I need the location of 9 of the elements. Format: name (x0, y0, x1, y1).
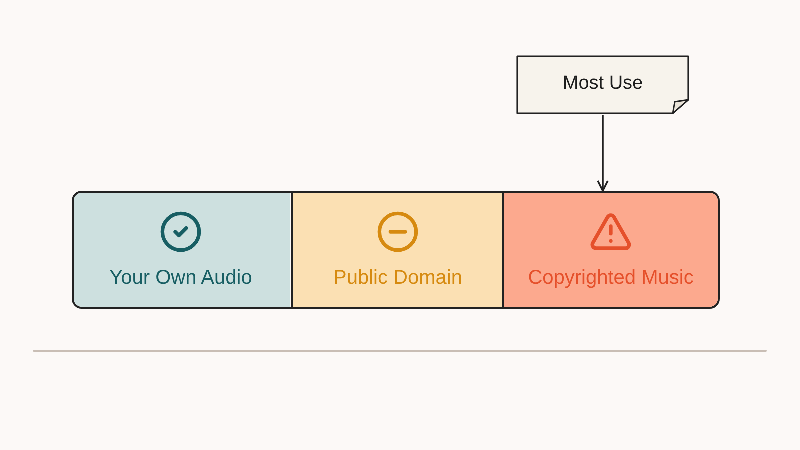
category-segment (291, 193, 503, 307)
category-label: Your Own Audio (110, 266, 252, 290)
category-segment (74, 193, 290, 307)
note-text: Most Use (562, 72, 644, 96)
category-segment (502, 193, 718, 307)
category-label: Copyrighted Music (528, 266, 694, 290)
arrow (597, 115, 609, 192)
category-label: Public Domain (334, 266, 462, 290)
note-card (516, 55, 690, 115)
